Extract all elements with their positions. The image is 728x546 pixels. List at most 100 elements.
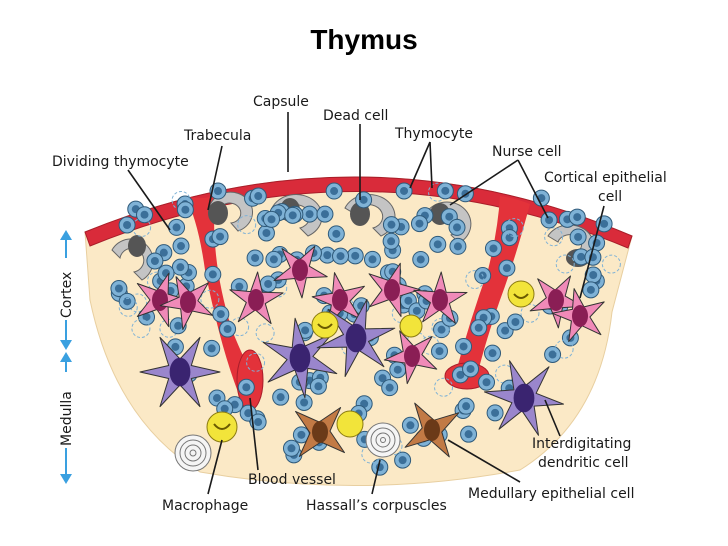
thymocyte: [325, 182, 343, 200]
interdigitating-dendritic-cell: [484, 360, 564, 436]
thymocyte: [436, 182, 454, 200]
thymocyte: [118, 297, 138, 317]
thymocyte: [465, 270, 485, 290]
thymocyte: [395, 182, 413, 200]
thymocyte: [389, 361, 407, 379]
thymocyte: [172, 237, 190, 255]
thymocyte: [506, 313, 524, 331]
thymocyte: [457, 397, 475, 415]
thymocyte: [249, 413, 267, 431]
thymocyte: [246, 352, 266, 372]
cortical-epithelial-cells: [136, 245, 605, 385]
thymocyte: [554, 339, 574, 359]
thymocyte: [259, 275, 277, 293]
medullary-epithelial-cell: [404, 402, 460, 458]
thymocyte: [382, 216, 400, 234]
label-nurse-cell: Nurse cell: [492, 144, 562, 160]
label-cortical-epithelial-line1: Cortical epithelial: [544, 170, 667, 186]
thymocyte: [394, 451, 412, 469]
label-dead-cell: Dead cell: [323, 108, 388, 124]
label-cortex: Cortex: [59, 272, 75, 318]
thymocyte: [448, 218, 466, 236]
thymocyte: [478, 373, 496, 391]
thymocyte: [449, 237, 467, 255]
interdigitating-dendritic-cell: [139, 336, 221, 408]
thymocyte: [431, 318, 451, 338]
hassalls-corpuscles: [174, 422, 401, 472]
thymocyte: [486, 404, 504, 422]
thymocyte: [332, 247, 350, 265]
cortical-epithelial-cell: [159, 276, 214, 330]
thymocyte: [498, 259, 516, 277]
thymocyte: [381, 379, 399, 397]
label-blood-vessel: Blood vessel: [248, 472, 336, 488]
thymocyte: [246, 249, 264, 267]
thymocyte: [540, 211, 558, 229]
cortical-epithelial-cell: [383, 330, 438, 385]
cortical-epithelial-cell: [229, 271, 284, 325]
thymocyte: [257, 224, 275, 242]
leader-lines: [127, 112, 605, 495]
label-interdigitating-line2: dendritic cell: [538, 455, 629, 471]
thymocyte: [363, 250, 381, 268]
thymocyte: [532, 189, 550, 207]
thymocyte: [569, 228, 587, 246]
thymocyte: [295, 393, 313, 411]
thymocyte: [272, 388, 290, 406]
thymocyte: [555, 254, 575, 274]
thymocyte: [136, 206, 154, 224]
thymocyte: [146, 252, 164, 270]
thymocyte: [504, 218, 524, 238]
thymocyte: [212, 305, 230, 323]
thymocyte: [462, 360, 480, 378]
thymocyte: [582, 281, 600, 299]
thymocyte: [544, 345, 562, 363]
label-hassalls-corpuscles: Hassall’s corpuscles: [306, 498, 447, 514]
medullary-epithelial-cells: [295, 402, 460, 458]
thymocyte: [601, 254, 621, 274]
thymocyte: [455, 337, 473, 355]
label-medulla: Medulla: [59, 391, 75, 446]
thymocyte: [433, 321, 451, 339]
thymocyte: [484, 239, 502, 257]
thymocyte: [355, 191, 373, 209]
thymocyte: [209, 182, 227, 200]
thymocyte: [168, 218, 186, 236]
thymocyte: [412, 250, 430, 268]
thymocyte: [544, 227, 564, 247]
thymocyte: [434, 377, 454, 397]
thymocyte: [284, 206, 302, 224]
thymocyte: [171, 258, 189, 276]
thymocyte: [470, 319, 488, 337]
thymocyte: [282, 439, 300, 457]
thymocyte: [118, 292, 136, 310]
label-medullary-epithelial-cell: Medullary epithelial cell: [468, 486, 634, 502]
thymocyte: [401, 416, 419, 434]
thymocyte: [520, 303, 540, 323]
macrophages: [206, 280, 535, 443]
thymocyte: [346, 247, 364, 265]
cortical-epithelial-cell: [368, 262, 421, 317]
thymocyte: [460, 425, 478, 443]
label-capsule: Capsule: [253, 94, 309, 110]
cortical-epithelial-cell: [413, 271, 468, 324]
thymocyte: [132, 217, 152, 237]
label-thymocyte: Thymocyte: [394, 126, 473, 142]
thymocyte: [265, 250, 283, 268]
thymocyte: [204, 265, 222, 283]
thymocyte: [429, 235, 447, 253]
trabecula-left: [185, 196, 262, 392]
thymocyte: [249, 187, 267, 205]
thymocyte: [131, 319, 151, 339]
region-axis: [60, 230, 72, 484]
thymocyte: [309, 377, 327, 395]
thymocyte: [316, 205, 334, 223]
thymocyte: [200, 289, 220, 309]
thymocyte: [110, 280, 128, 298]
thymocyte: [262, 210, 280, 228]
thymocyte: [219, 320, 237, 338]
thymocyte: [430, 342, 448, 360]
label-dividing-thymocyte: Dividing thymocyte: [52, 154, 189, 170]
label-interdigitating-line1: Interdigitating: [532, 436, 631, 452]
